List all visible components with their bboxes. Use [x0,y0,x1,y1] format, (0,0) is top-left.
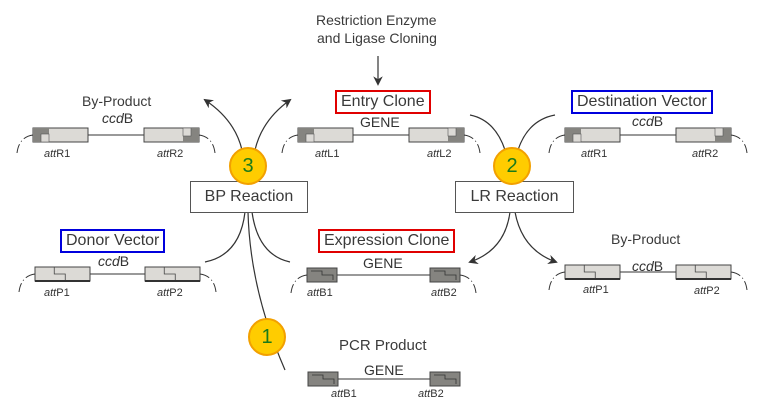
donor-vector-insert: ccdB [98,253,130,269]
byproduct-left-title: By-Product [82,93,152,109]
bp-line-donor [204,211,246,263]
bp-arrow-to-entry [254,98,292,151]
att-site-notch [53,267,66,281]
restriction-enzyme-label: Restriction Enzyme [316,12,437,28]
expression-clone-gene: GENE [363,255,403,271]
att-site-notch [182,127,192,137]
att-site-notch [40,133,50,143]
att-site-notch [714,127,724,137]
att-site-notch [312,374,335,384]
site-label: attP2 [157,287,183,299]
pcr-product-gene: GENE [364,362,404,378]
att-site-notch [583,265,596,279]
byproduct-right-title: By-Product [611,231,681,247]
site-label: attR1 [44,148,71,160]
lr-line-entry [469,114,506,151]
plasmid-backbone [18,273,36,293]
plasmid-backbone [730,271,748,291]
att-site-notch [434,270,457,280]
site-label: attB1 [307,287,333,299]
entry-clone-title: Entry Clone [335,90,431,114]
site-label: attR1 [581,148,608,160]
step-1-badge: 1 [248,318,286,356]
byproduct-right-insert: ccdB [632,258,664,274]
lr-reaction-box: LR Reaction [455,181,574,213]
plasmid-backbone [463,134,481,154]
site-label: attP2 [694,285,720,297]
donor-vector-title: Donor Vector [60,229,166,253]
site-label: attR2 [157,148,184,160]
expression-clone-title: Expression Clone [318,229,456,253]
site-label: attB1 [331,388,357,400]
site-label: attL1 [315,148,340,160]
step-3-badge: 3 [229,147,267,185]
site-label: attL2 [427,148,452,160]
pcr-product-title: PCR Product [339,337,427,354]
bp-line-expression [251,211,291,263]
plasmid-backbone [198,134,216,154]
site-label: attP1 [44,287,70,299]
destination-vector-insert: ccdB [632,113,664,129]
site-label: attB2 [431,287,457,299]
bp-reaction-box: BP Reaction [190,181,308,213]
site-label: attP1 [583,284,609,296]
plasmid-backbone [548,134,566,154]
att-site-notch [694,265,707,279]
plasmid-backbone [199,273,217,293]
plasmid-backbone [730,134,748,154]
bp-arrow-to-byproduct [203,98,243,151]
plasmid-backbone [459,274,477,294]
site-label: attR2 [692,148,719,160]
plasmid-backbone [548,271,566,291]
lr-arrow-to-byproduct [514,211,558,264]
entry-clone-gene: GENE [360,114,400,130]
byproduct-left-insert: ccdB [102,110,134,126]
att-site-notch [311,270,334,280]
att-site-notch [572,133,582,143]
att-site-notch [447,127,457,137]
att-site-notch [434,374,457,384]
att-site-notch [305,133,315,143]
plasmid-backbone [281,134,299,154]
destination-vector-title: Destination Vector [571,90,713,114]
ligase-cloning-label: and Ligase Cloning [317,30,437,46]
lr-arrow-to-expression [468,211,511,265]
step-2-badge: 2 [493,147,531,185]
lr-line-destination [517,114,556,151]
plasmid-backbone [290,274,308,294]
plasmid-backbone [16,134,34,154]
site-label: attB2 [418,388,444,400]
att-site-notch [163,267,176,281]
